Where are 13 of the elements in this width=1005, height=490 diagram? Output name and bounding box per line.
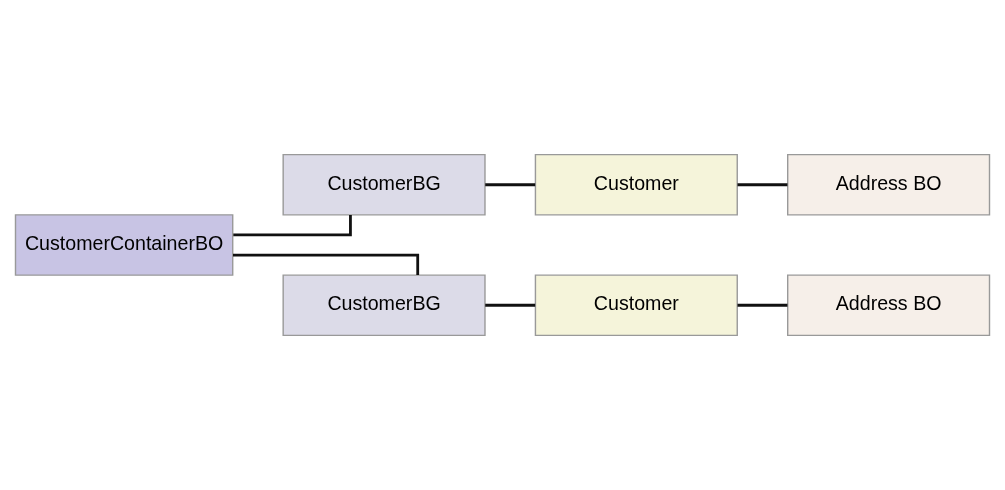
node-box: Customer — [534, 274, 738, 337]
node-box: CustomerBG — [282, 274, 486, 337]
connector — [737, 303, 788, 307]
connector — [485, 303, 536, 307]
connector — [233, 215, 352, 237]
node-box: Address BO — [787, 153, 991, 216]
node-box: Customer — [534, 153, 738, 216]
connector — [233, 253, 420, 275]
node-box: Address BO — [787, 274, 991, 337]
connector — [485, 183, 536, 187]
connector — [737, 183, 788, 187]
node-box: CustomerContainerBO — [14, 214, 234, 276]
node-box: CustomerBG — [282, 153, 486, 216]
